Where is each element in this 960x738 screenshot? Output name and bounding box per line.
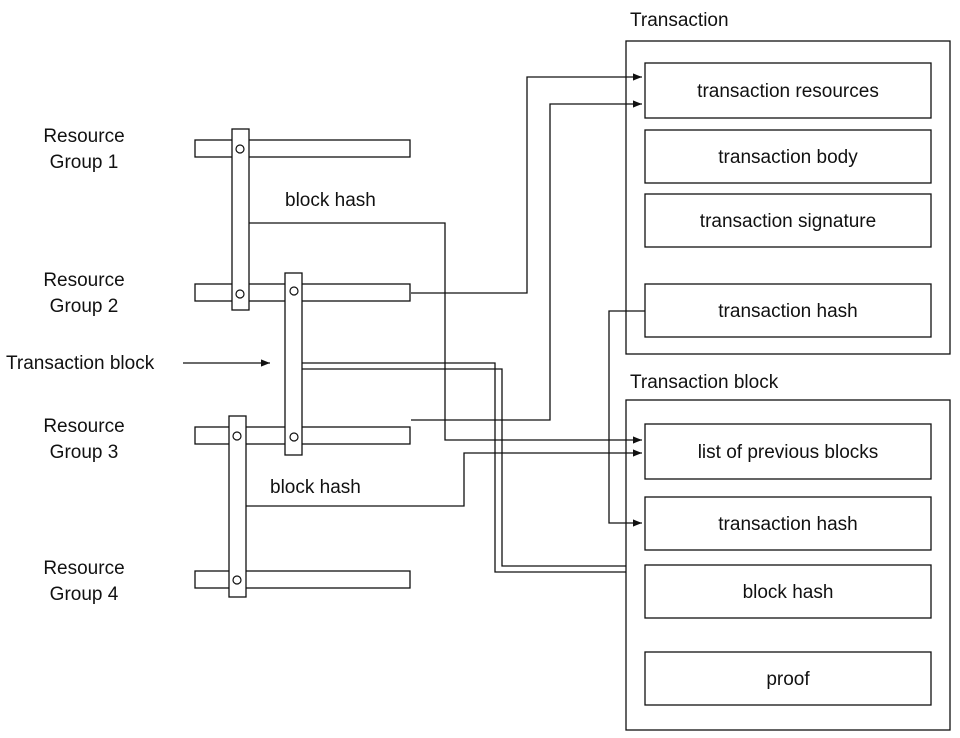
- connector-group3-resources: [411, 100, 642, 421]
- block-item-label: proof: [766, 669, 810, 690]
- block-item-transaction-hash: transaction hash: [644, 496, 932, 551]
- transaction-block-pointer-label: Transaction block: [6, 353, 155, 374]
- svg-text:Resource: Resource: [43, 416, 124, 437]
- block-item-proof: proof: [644, 651, 932, 706]
- transaction-item-label: transaction signature: [700, 211, 876, 232]
- connector-transaction-block-double: [302, 362, 626, 573]
- transaction-item-label: transaction hash: [718, 301, 857, 322]
- transaction-block-title: Transaction block: [630, 372, 779, 393]
- pin: [235, 289, 245, 299]
- resource-group-4-label: Resource Group 4: [43, 558, 124, 605]
- transaction-item-label: transaction body: [718, 147, 858, 168]
- svg-text:Group 1: Group 1: [50, 152, 119, 173]
- resource-group-3-label: Resource Group 3: [43, 416, 124, 463]
- transaction-item-resources: transaction resources: [644, 62, 932, 119]
- connector-block-hash-top: [248, 222, 642, 444]
- block-item-label: list of previous blocks: [698, 442, 879, 463]
- svg-text:Resource: Resource: [43, 270, 124, 291]
- svg-text:Group 4: Group 4: [50, 584, 119, 605]
- svg-text:Group 2: Group 2: [50, 296, 119, 317]
- pin: [289, 432, 299, 442]
- transaction-item-body: transaction body: [644, 129, 932, 184]
- block-item-label: block hash: [743, 582, 834, 603]
- resource-group-2-label: Resource Group 2: [43, 270, 124, 317]
- connector-group2-resources: [411, 73, 642, 294]
- block-item-label: transaction hash: [718, 514, 857, 535]
- pin: [235, 144, 245, 154]
- resource-group-4-bar: [194, 570, 411, 589]
- svg-text:Resource: Resource: [43, 126, 124, 147]
- block-hash-label-bottom: block hash: [270, 477, 361, 498]
- connector-transaction-hash: [608, 310, 645, 527]
- pin: [232, 431, 242, 441]
- transaction-title: Transaction: [630, 10, 729, 31]
- pin: [289, 286, 299, 296]
- block-hash-label-top: block hash: [285, 190, 376, 211]
- block-bar-1: [231, 128, 250, 311]
- transaction-item-label: transaction resources: [697, 81, 879, 102]
- svg-text:Resource: Resource: [43, 558, 124, 579]
- block-bar-transaction: [284, 272, 303, 456]
- connector-block-hash-bottom: [246, 449, 642, 507]
- pin: [232, 575, 242, 585]
- svg-text:Group 3: Group 3: [50, 442, 119, 463]
- transaction-item-signature: transaction signature: [644, 193, 932, 248]
- resource-group-1-label: Resource Group 1: [43, 126, 124, 173]
- resource-group-1-bar: [194, 139, 411, 158]
- block-bar-2: [228, 415, 247, 598]
- block-item-block-hash: block hash: [644, 564, 932, 619]
- transaction-item-hash: transaction hash: [644, 283, 932, 338]
- block-item-previous-blocks: list of previous blocks: [644, 423, 932, 480]
